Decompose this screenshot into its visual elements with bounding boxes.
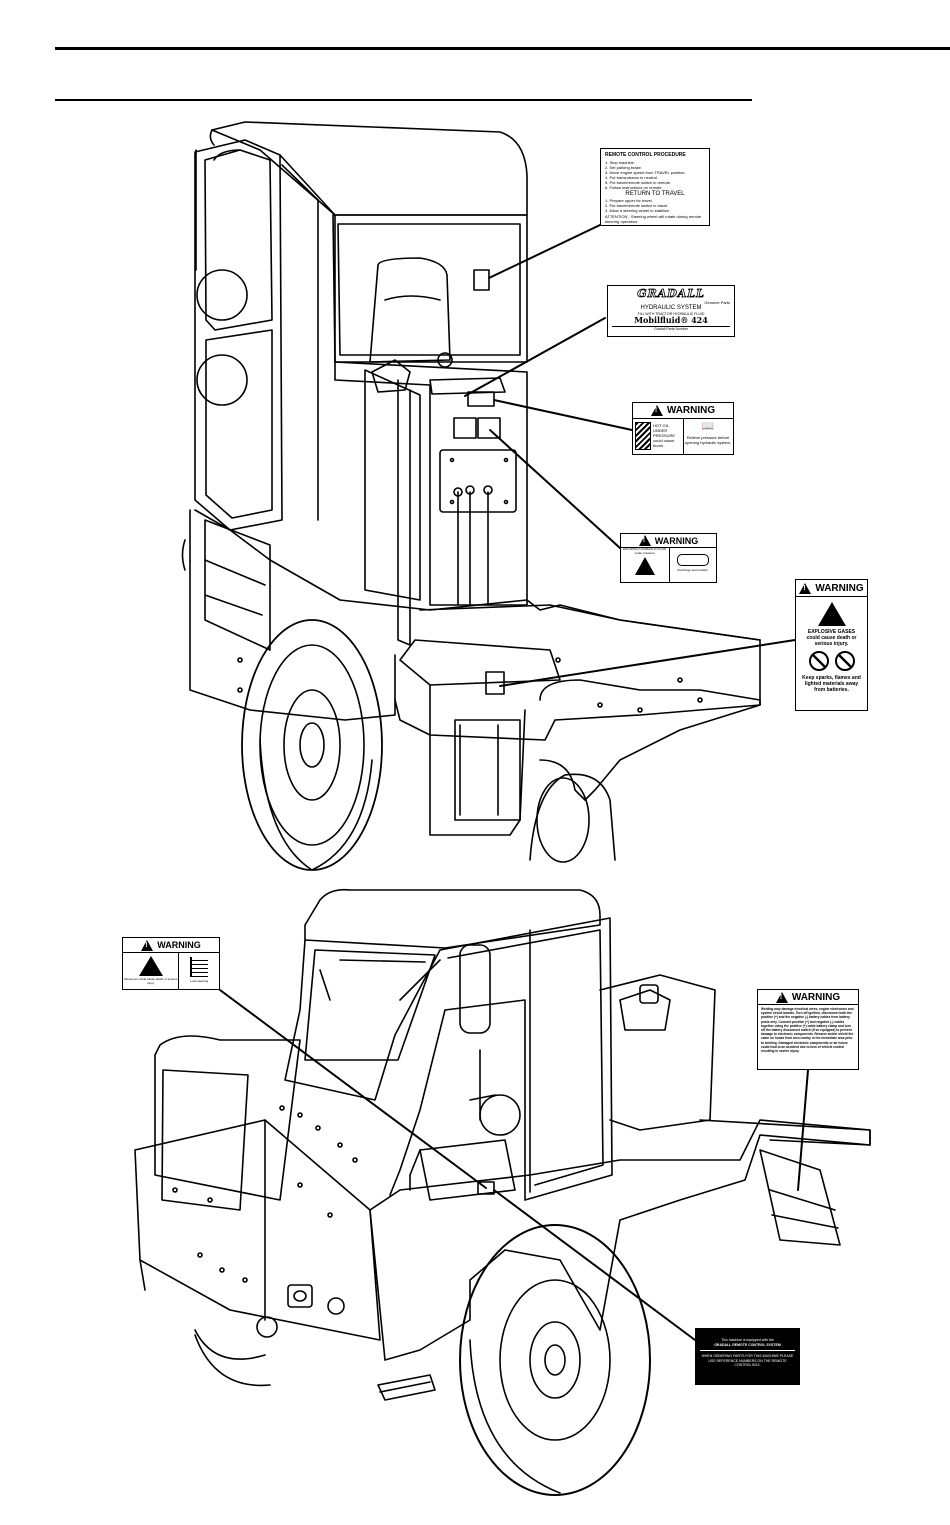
warning-label: WARNING — [666, 405, 716, 416]
warning-label: WARNING — [815, 582, 864, 594]
warning-battery-decal: WARNING EXPLOSIVE GASES could cause deat… — [795, 579, 868, 711]
warning-label: WARNING — [157, 940, 201, 950]
steering-hazard-text: Movement could cause death or serious in… — [124, 977, 178, 985]
lower-machine-drawing — [134, 888, 871, 1496]
remote-line: 3. Move engine speed from TRAVEL positio… — [605, 170, 686, 175]
warning-steering-decal: WARNING Movement could cause death or se… — [122, 937, 220, 990]
crush-hazard-icon — [138, 956, 163, 976]
warning-welding-decal: WARNING Welding may damage electrical wi… — [757, 989, 859, 1070]
notice-line: This machine is equipped with the — [721, 1338, 774, 1342]
hydraulic-footer: Gradall Parts Number — [612, 326, 730, 331]
battery-warning-line: Keep sparks, flames and — [802, 675, 861, 681]
warning-triangle-icon — [650, 405, 663, 416]
injection-hazard-icon — [634, 557, 655, 575]
warning-accumulator-decal: WARNING ESCAPING HYDRAULIC FLUID under p… — [620, 533, 717, 583]
warning-accumulator-header: WARNING — [621, 534, 716, 548]
remote-return-line: 1. Prepare upper for travel. — [605, 198, 653, 203]
remote-return-line: 3. Allow a steering wheel to stabilize. — [605, 208, 671, 213]
remote-decal-subtitle: RETURN TO TRAVEL — [625, 191, 685, 197]
warning-triangle-icon — [775, 991, 788, 1003]
remote-line: 2. Set parking brake. — [605, 165, 642, 170]
warning-label: WARNING — [654, 535, 699, 546]
notice-line: GRADALL REMOTE CONTROL SYSTEM — [714, 1342, 781, 1347]
remote-line: 5. Put travel/remote switch in remote. — [605, 180, 672, 185]
warning-battery-header: WARNING — [796, 580, 867, 597]
accumulator-instruction: Discharge accumulator — [677, 568, 709, 572]
warning-steering-header: WARNING — [123, 938, 219, 953]
burn-hazard-icon — [635, 422, 651, 450]
battery-warning-line: EXPLOSIVE GASES — [807, 629, 856, 635]
hot-oil-text: HOT OIL UNDER PRESSURE could cause burns — [653, 423, 676, 448]
remote-control-notice-decal: This machine is equipped with the GRADAL… — [695, 1328, 800, 1385]
remote-decal-lines: 1. Stop machine. 2. Set parking brake. 3… — [605, 160, 705, 190]
warning-welding-header: WARNING — [758, 990, 858, 1005]
no-smoking-icon — [808, 651, 829, 671]
steering-instruction: Lock steering — [190, 979, 209, 983]
warning-hot-oil-header: WARNING — [633, 403, 733, 419]
remote-line: 4. Put transmission in neutral. — [605, 175, 658, 180]
hydraulic-fill: FILL WITH TRACTOR HYDRAULIC FLUID — [637, 312, 705, 316]
header-rule-thick — [55, 47, 950, 50]
notice-line: WHEN ORDERING PARTS FOR THIS MACHINE PLE… — [701, 1354, 794, 1367]
hydraulic-system-decal: GRADALL Genuine Parts HYDRAULIC SYSTEM F… — [607, 285, 735, 337]
battery-warning-line: could cause death or — [806, 635, 857, 641]
hydraulic-title: HYDRAULIC SYSTEM — [640, 305, 702, 311]
header-rule-thin — [55, 99, 752, 101]
remote-line: 6. Follow instructions on remote. — [605, 185, 663, 190]
gradall-logo: GRADALL — [637, 287, 705, 300]
manual-book-icon: 📖 — [701, 421, 715, 432]
steering-lock-icon — [190, 957, 209, 977]
remote-control-procedure-decal: REMOTE CONTROL PROCEDURE 1. Stop machine… — [600, 148, 710, 226]
remote-return-lines: 1. Prepare upper for travel. 2. Put trav… — [605, 198, 705, 213]
no-flame-icon — [834, 651, 855, 671]
battery-warning-line: lighted materials away — [804, 681, 859, 687]
explosion-hazard-icon — [817, 602, 846, 626]
remote-decal-title: REMOTE CONTROL PROCEDURE — [605, 152, 686, 158]
upper-machine-drawing — [181, 121, 761, 871]
hydraulic-sub: Genuine Parts — [704, 300, 730, 305]
hot-oil-instruction: Relieve pressure before opening hydrauli… — [684, 435, 732, 445]
warning-triangle-icon — [799, 582, 812, 594]
welding-warning-text: Welding may damage electrical wires, eng… — [761, 1007, 854, 1054]
battery-warning-line: serious injury. — [814, 641, 849, 647]
warning-triangle-icon — [638, 535, 651, 546]
remote-line: 1. Stop machine. — [605, 160, 636, 165]
warning-label: WARNING — [791, 991, 841, 1003]
battery-warning-line: from batteries. — [814, 687, 849, 693]
lower-leader-lines — [219, 989, 809, 1341]
remote-return-line: 2. Put travel/remote switch in travel. — [605, 203, 669, 208]
warning-triangle-icon — [141, 939, 154, 951]
accumulator-icon — [676, 554, 709, 566]
remote-decal-attention: ATTENTION - Steering wheel will rotate d… — [605, 214, 702, 224]
hydraulic-product: Mobilfluid® 424 — [634, 315, 708, 325]
accumulator-hazard-text: ESCAPING HYDRAULIC FLUID under pressure — [623, 547, 667, 555]
upper-leader-lines — [464, 224, 796, 687]
warning-hot-oil-decal: WARNING HOT OIL UNDER PRESSURE could cau… — [632, 402, 734, 455]
